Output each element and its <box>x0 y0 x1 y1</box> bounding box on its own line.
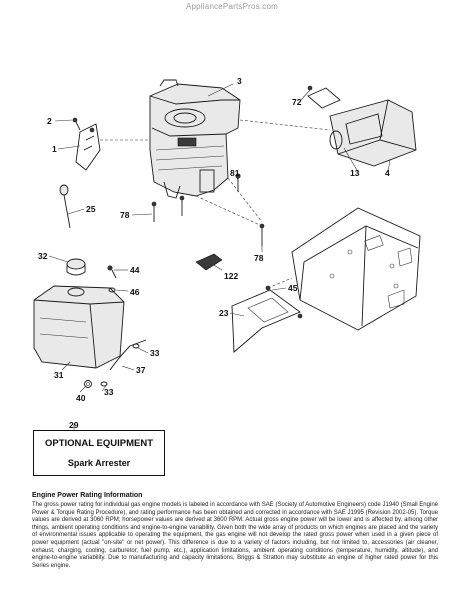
part-label-4: 4 <box>385 168 390 178</box>
part-label-72: 72 <box>292 97 302 107</box>
fuel-line-part-37[interactable] <box>109 339 147 371</box>
engine-rating-title: Engine Power Rating Information <box>32 492 143 499</box>
muffler-part-4[interactable] <box>329 99 417 167</box>
bolt-part-78-right[interactable] <box>259 223 265 246</box>
grommet-part-40[interactable] <box>84 380 92 388</box>
screw-part-45[interactable] <box>265 285 303 319</box>
leader-lines <box>48 83 391 430</box>
shield-plate-part-23[interactable] <box>231 289 301 353</box>
spark-arrester-item[interactable]: Spark Arrester <box>67 458 131 468</box>
engine-rating-body: The gross power rating for individual ga… <box>32 502 438 569</box>
part-label-78-left: 78 <box>120 210 130 220</box>
clamp-part-46[interactable] <box>108 287 116 293</box>
watermark: AppliancePartsPros.com <box>186 2 278 11</box>
fuel-tank-part-31[interactable] <box>33 285 125 369</box>
part-label-44: 44 <box>130 265 140 275</box>
throttle-control-part-1[interactable] <box>75 123 101 171</box>
part-label-33-lower: 33 <box>104 387 114 397</box>
part-label-2: 2 <box>47 116 52 126</box>
bolt-part-78-left[interactable] <box>151 195 185 222</box>
fuel-cap-part-32[interactable] <box>66 258 86 276</box>
part-label-3: 3 <box>237 76 242 86</box>
optional-equipment-box: OPTIONAL EQUIPMENT Spark Arrester <box>33 430 165 476</box>
optional-equipment-title: OPTIONAL EQUIPMENT <box>44 438 154 449</box>
part-label-81: 81 <box>230 168 240 178</box>
part-label-45: 45 <box>288 283 298 293</box>
part-label-23: 23 <box>219 308 229 318</box>
chassis-frame <box>291 207 421 331</box>
engine-part-3[interactable] <box>149 79 241 199</box>
dipstick-part-25[interactable] <box>59 184 71 229</box>
part-label-37: 37 <box>136 365 146 375</box>
part-label-13: 13 <box>350 168 360 178</box>
bolt-part-81[interactable] <box>235 173 241 192</box>
part-label-1: 1 <box>52 144 57 154</box>
part-label-32: 32 <box>38 251 48 261</box>
part-label-40: 40 <box>76 393 86 403</box>
part-label-122: 122 <box>224 271 238 281</box>
part-label-25: 25 <box>86 204 96 214</box>
gasket-part-13[interactable] <box>329 130 343 150</box>
part-label-46: 46 <box>130 287 140 297</box>
part-label-29: 29 <box>69 420 79 430</box>
part-label-33-upper: 33 <box>150 348 160 358</box>
part-label-78-right: 78 <box>254 253 264 263</box>
heat-shield-part-72[interactable] <box>307 85 341 109</box>
fuel-filter-part-44[interactable] <box>107 265 117 279</box>
bracket-part-122[interactable] <box>195 253 223 271</box>
screw-part-2[interactable] <box>72 117 81 131</box>
part-label-31: 31 <box>54 370 64 380</box>
clamp-part-33[interactable] <box>100 343 140 387</box>
engine-rating-notes: Engine Power Rating Information The gros… <box>32 492 438 570</box>
